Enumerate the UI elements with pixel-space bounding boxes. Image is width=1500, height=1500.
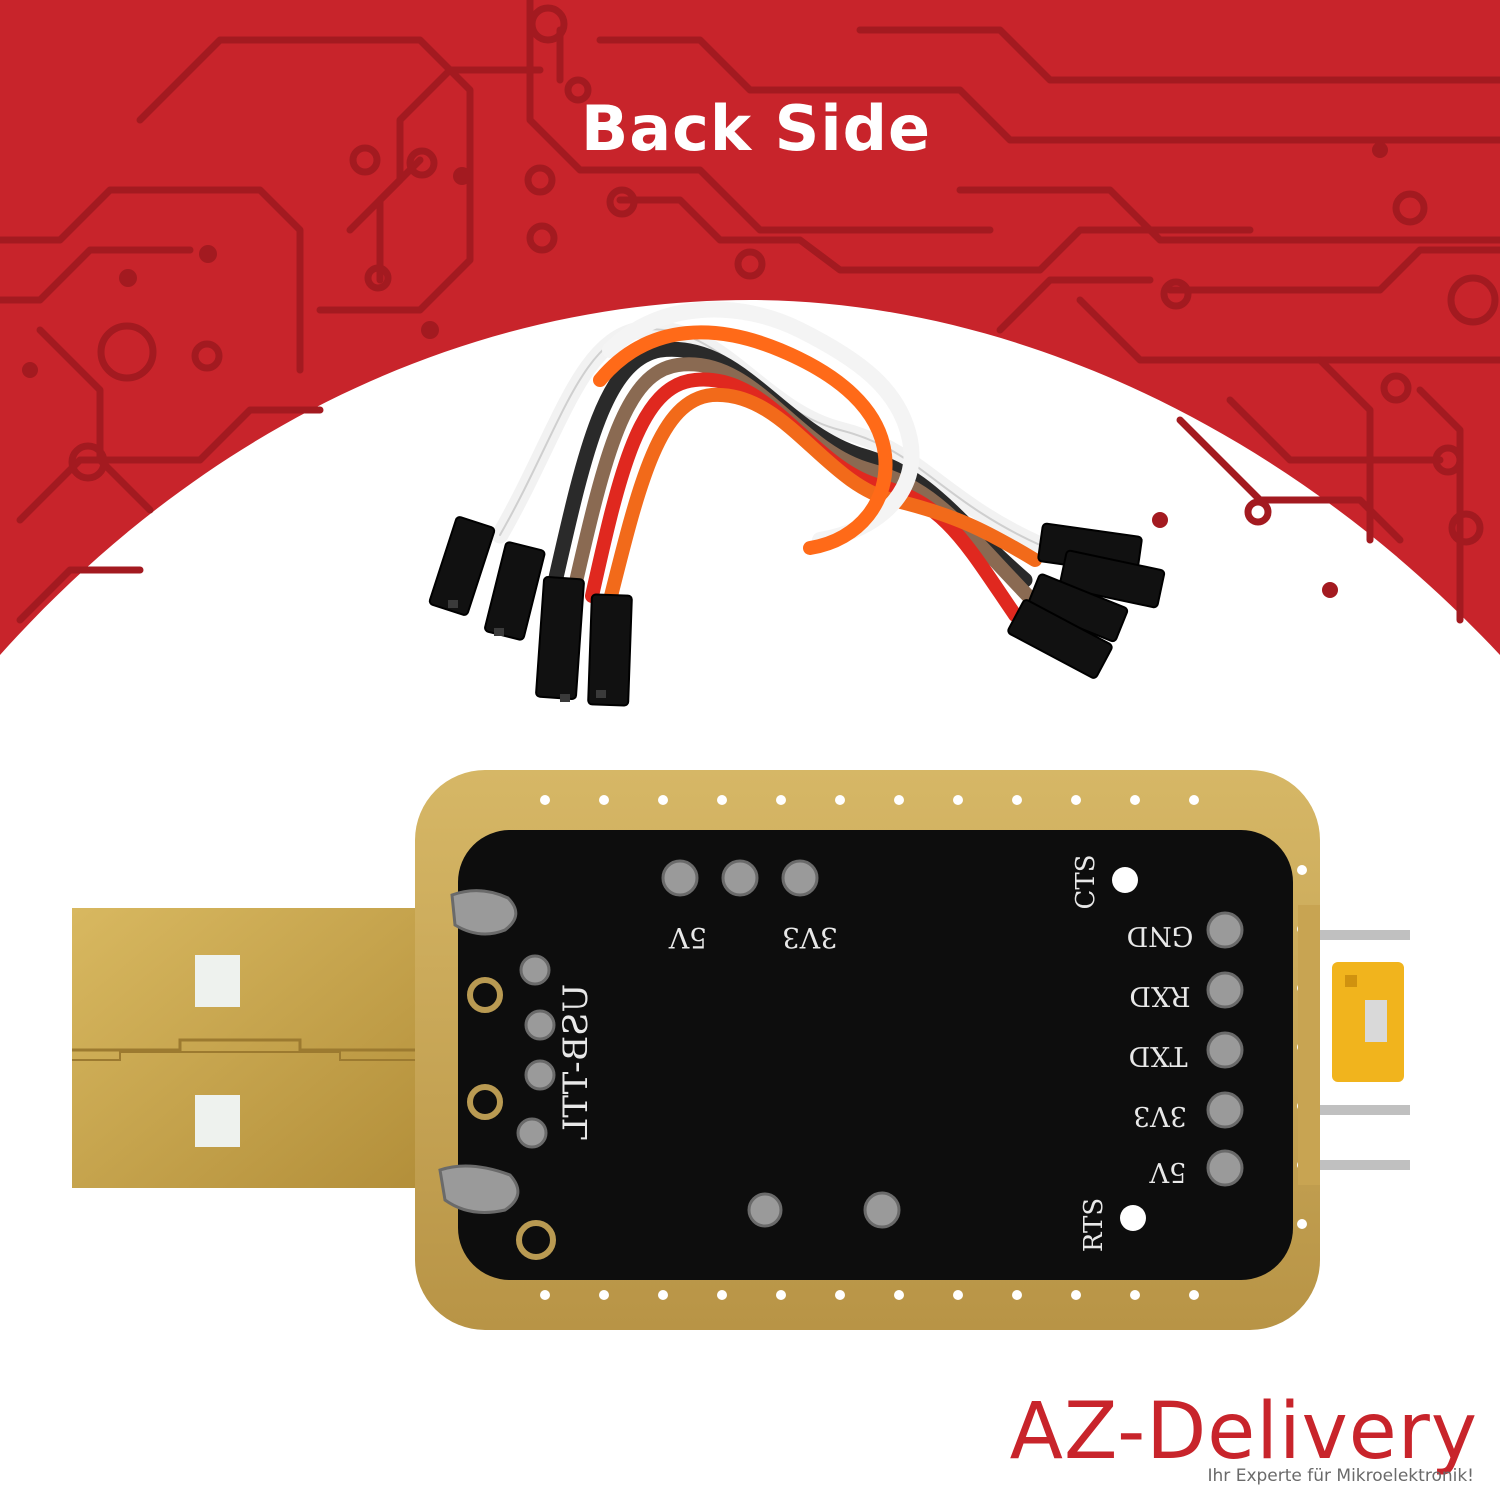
label-rts: RTS <box>1079 1198 1109 1252</box>
edge-hole <box>953 795 963 805</box>
pcb-board <box>415 770 1320 1330</box>
label-5v-right: 5V <box>1149 1156 1186 1187</box>
edge-hole <box>835 1290 845 1300</box>
edge-hole <box>540 795 550 805</box>
edge-hole <box>894 795 904 805</box>
silkscreen-labels: 5V 3V3 CTS GND RXD TXD 3V3 5V RTS USB-TT… <box>556 854 1193 1252</box>
edge-hole <box>658 1290 668 1300</box>
edge-hole <box>776 1290 786 1300</box>
usb-plug <box>72 908 417 1188</box>
edge-hole <box>599 1290 609 1300</box>
edge-hole <box>1012 795 1022 805</box>
edge-hole <box>717 1290 727 1300</box>
edge-hole <box>1071 1290 1081 1300</box>
jumper-cables <box>491 301 1049 622</box>
solder-pads <box>438 859 1244 1229</box>
edge-hole <box>1189 1290 1199 1300</box>
label-usb-ttl: USB-TTL <box>556 984 596 1140</box>
edge-hole <box>953 1290 963 1300</box>
edge-hole <box>1012 1290 1022 1300</box>
edge-hole <box>776 795 786 805</box>
edge-hole <box>1071 795 1081 805</box>
dupont-connectors-left <box>428 516 633 707</box>
circuit-pattern <box>0 0 1500 624</box>
edge-hole <box>894 1290 904 1300</box>
header-pins <box>1298 905 1410 1185</box>
edge-hole <box>1297 865 1307 875</box>
label-txd: TXD <box>1129 1040 1188 1071</box>
edge-hole <box>1130 1290 1140 1300</box>
edge-hole <box>540 1290 550 1300</box>
dupont-connectors-right <box>1007 522 1166 679</box>
edge-hole <box>1189 795 1199 805</box>
label-cts: CTS <box>1071 854 1101 909</box>
brand-logo: AZ-Delivery Ihr Experte für Mikroelektro… <box>1008 1387 1478 1486</box>
label-rxd: RXD <box>1129 980 1190 1011</box>
page-title: Back Side <box>581 92 931 165</box>
edge-hole <box>835 795 845 805</box>
jumper-cap <box>1332 962 1404 1082</box>
edge-hole <box>1297 1219 1307 1229</box>
edge-hole <box>717 795 727 805</box>
label-3v3-top: 3V3 <box>782 921 838 954</box>
edge-hole <box>599 795 609 805</box>
edge-hole <box>658 795 668 805</box>
label-3v3-right: 3V3 <box>1133 1100 1187 1131</box>
logo-wordmark: AZ-Delivery <box>1009 1387 1478 1477</box>
label-5v-top: 5V <box>668 921 707 954</box>
logo-tagline: Ihr Experte für Mikroelektronik! <box>1207 1466 1474 1486</box>
label-gnd: GND <box>1127 920 1194 951</box>
edge-hole <box>1130 795 1140 805</box>
